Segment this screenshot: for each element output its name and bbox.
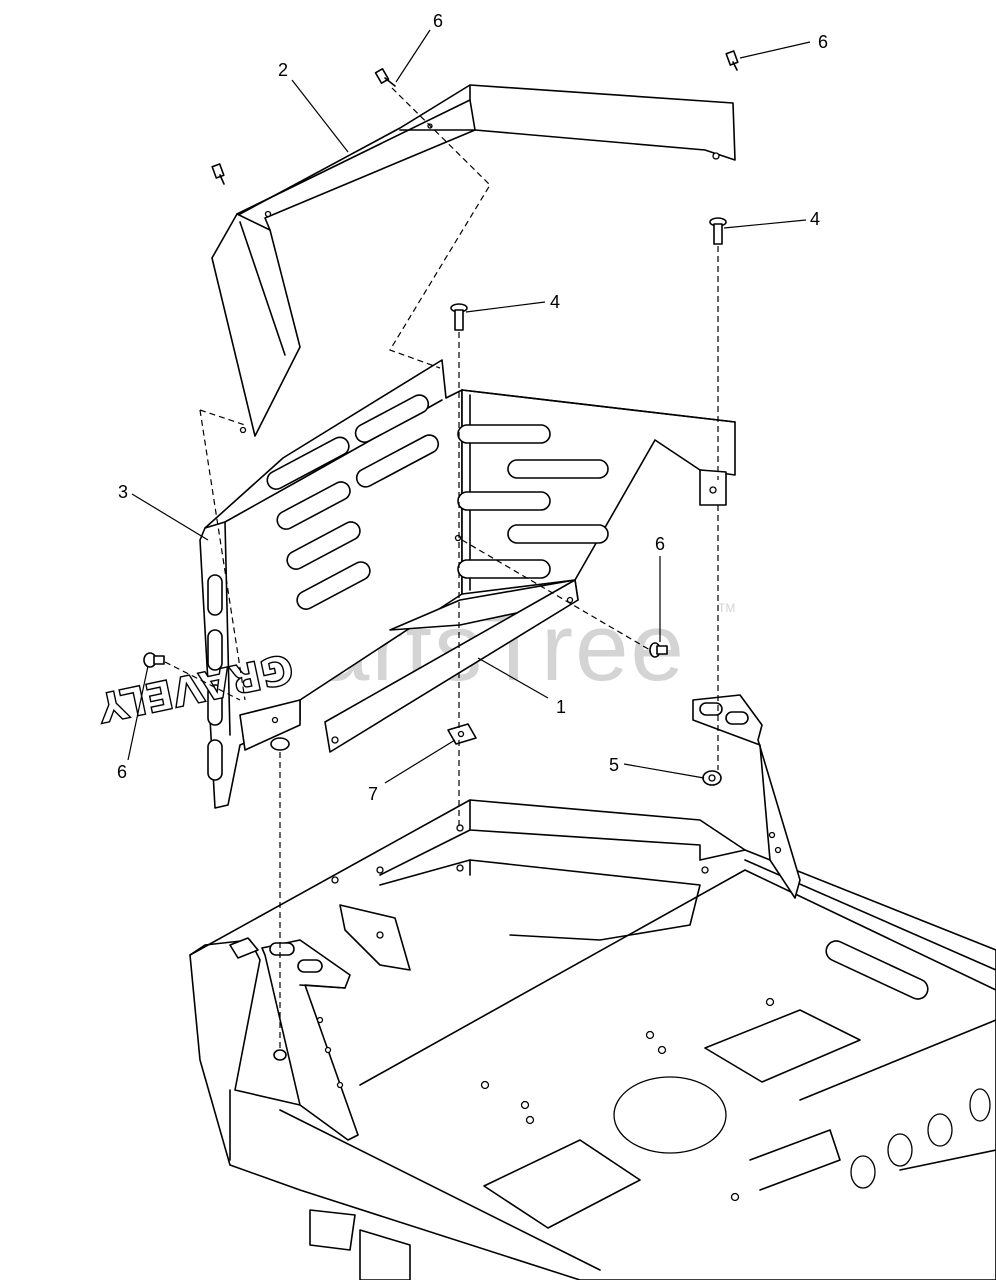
callout-4-right: 4 — [810, 209, 820, 229]
callout-6-left: 6 — [117, 762, 127, 782]
callout-6-top: 6 — [433, 11, 443, 31]
callout-6-topright: 6 — [818, 32, 828, 52]
part-5-nut — [702, 770, 722, 786]
part-6-rivet-top — [374, 68, 396, 87]
part-6-rivet-topright — [725, 50, 739, 71]
leader-lines — [127, 29, 811, 784]
left-seat-bracket — [261, 904, 411, 1141]
callout-1: 1 — [556, 697, 566, 717]
part-6-rivet-left-loose — [211, 163, 225, 185]
part-4-bolt-center — [450, 303, 468, 331]
callout-6-middle: 6 — [655, 534, 665, 554]
part-2-upper-guard — [211, 84, 736, 437]
part-7-clip-nut — [447, 723, 477, 745]
callout-5: 5 — [609, 755, 619, 775]
callout-7: 7 — [368, 784, 378, 804]
assembly-lines — [164, 87, 719, 1048]
callout-4-center: 4 — [550, 292, 560, 312]
watermark-trademark: TM — [718, 601, 735, 615]
callout-3: 3 — [118, 482, 128, 502]
left-bracket-bolt — [270, 737, 290, 1061]
part-4-bolt-right — [709, 217, 727, 245]
part-3-front-panel: GRAVELY — [92, 359, 463, 809]
right-seat-bracket — [692, 694, 801, 899]
part-6-rivet-left — [143, 652, 165, 668]
callout-2: 2 — [278, 60, 288, 80]
part-6-rivet-middle — [649, 642, 668, 658]
part-1-rear-panel — [239, 389, 736, 753]
